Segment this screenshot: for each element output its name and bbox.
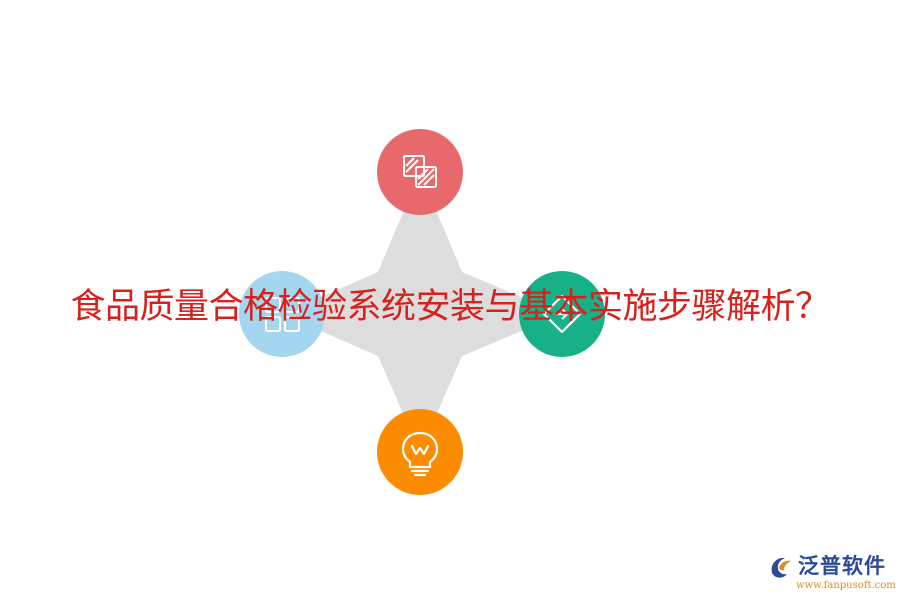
brand-logo-icon — [771, 557, 791, 578]
grid-icon — [265, 297, 300, 332]
star-connector — [282, 172, 562, 452]
page-title: 食品质量合格检验系统安装与基本实施步骤解析？ — [70, 287, 830, 327]
left-node — [239, 271, 325, 357]
right-node — [519, 271, 605, 357]
overlap-squares-icon — [403, 155, 437, 188]
brand-watermark: 泛普软件 www.fanpusoft.com — [766, 553, 896, 597]
brand-url: www.fanpusoft.com — [796, 580, 896, 591]
brand-name: 泛普软件 — [798, 554, 886, 578]
bottom-node — [377, 409, 463, 495]
diamond-arrow-icon — [542, 294, 582, 334]
lightbulb-icon — [401, 431, 439, 477]
top-node — [377, 129, 463, 215]
